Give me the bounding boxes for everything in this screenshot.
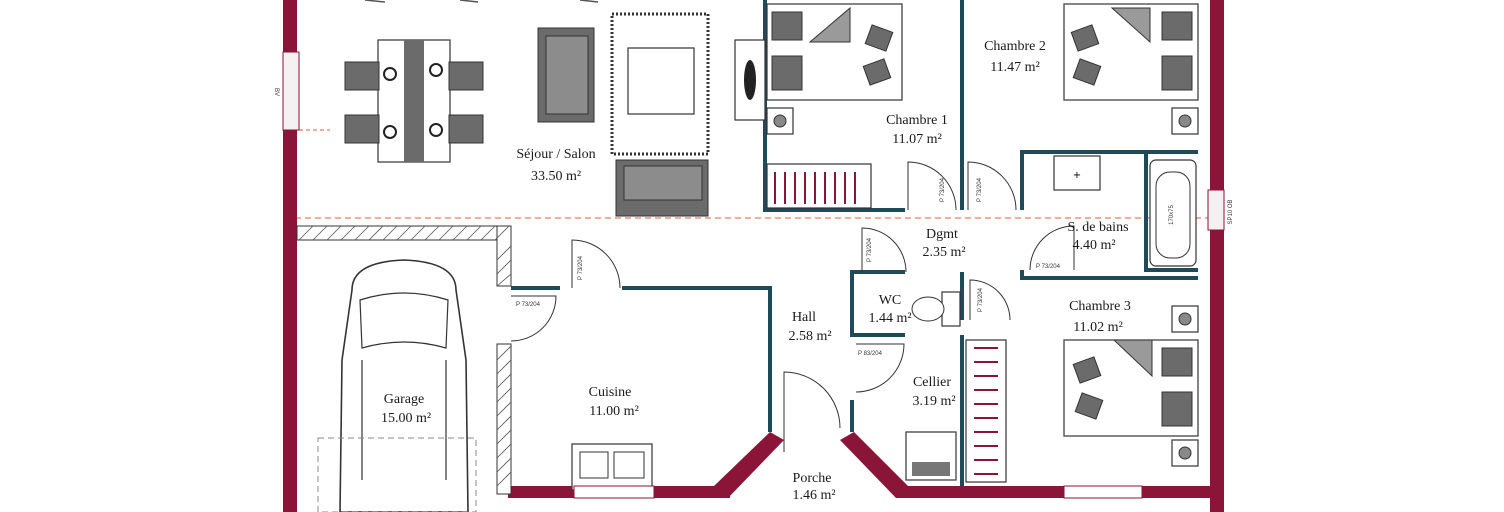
door-label-chambre2: P 73/204 [977,177,983,202]
kitchen-sink [571,443,653,491]
window-label-right: SP10 OB [1228,199,1234,224]
car-garage [317,259,477,512]
windows-bottom [573,485,1143,499]
room-name-chambre1: Chambre 1 [886,113,948,128]
room-name-garage: Garage [384,392,424,407]
exterior-walls [282,0,1225,512]
door-label-dgmt: P 73/204 [867,237,873,262]
room-area-chambre3: 11.02 m² [1073,320,1123,335]
room-name-cellier: Cellier [913,375,951,390]
door-label-garage: P 73/204 [516,302,541,308]
room-area-chambre2: 11.47 m² [990,60,1040,75]
room-name-cuisine: Cuisine [589,385,632,400]
room-name-chambre2: Chambre 2 [984,39,1046,54]
room-area-chambre1: 11.07 m² [892,132,942,147]
bathroom-fixtures: + 170x75 [1053,155,1197,267]
living-furniture [537,12,766,217]
bath-label: 170x75 [1169,204,1175,224]
room-name-wc: WC [879,293,902,308]
outdoor-chairs [364,0,599,3]
room-name-porche: Porche [793,471,832,486]
doors [510,161,1075,452]
room-area-wc: 1.44 m² [868,311,911,326]
wc-fixture [911,291,961,327]
garage-walls [296,225,512,495]
door-label-cellier: P 83/204 [858,351,883,357]
room-name-dgmt: Dgmt [926,227,958,242]
room-area-sejour: 33.50 m² [531,169,581,184]
door-label-sdb: P 73/204 [1036,264,1061,270]
cellier-appliance [905,431,957,481]
window-left [282,51,300,131]
room-area-cuisine: 11.00 m² [589,404,639,419]
room-area-cellier: 3.19 m² [912,394,955,409]
room-area-dgmt: 2.35 m² [922,245,965,260]
room-area-porche: 1.46 m² [792,488,835,503]
dining-table [344,39,484,163]
room-name-sdb: S. de bains [1067,220,1128,235]
bed-chambre2 [1063,3,1199,135]
door-label-chambre1: P 73/204 [940,177,946,202]
svg-text:+: + [1073,170,1081,181]
room-area-garage: 15.00 m² [381,411,431,426]
room-name-chambre3: Chambre 3 [1069,299,1131,314]
bed-chambre3 [965,305,1199,483]
room-name-hall: Hall [792,310,816,325]
room-area-sdb: 4.40 m² [1072,238,1115,253]
window-right [1207,189,1225,231]
room-area-hall: 2.58 m² [788,329,831,344]
window-label-left: BV [273,88,279,96]
bed-chambre1 [766,3,903,209]
door-label-kitchen: P 73/204 [578,255,584,280]
door-label-chambre3: P 73/204 [978,287,984,312]
room-name-sejour: Séjour / Salon [516,147,595,162]
